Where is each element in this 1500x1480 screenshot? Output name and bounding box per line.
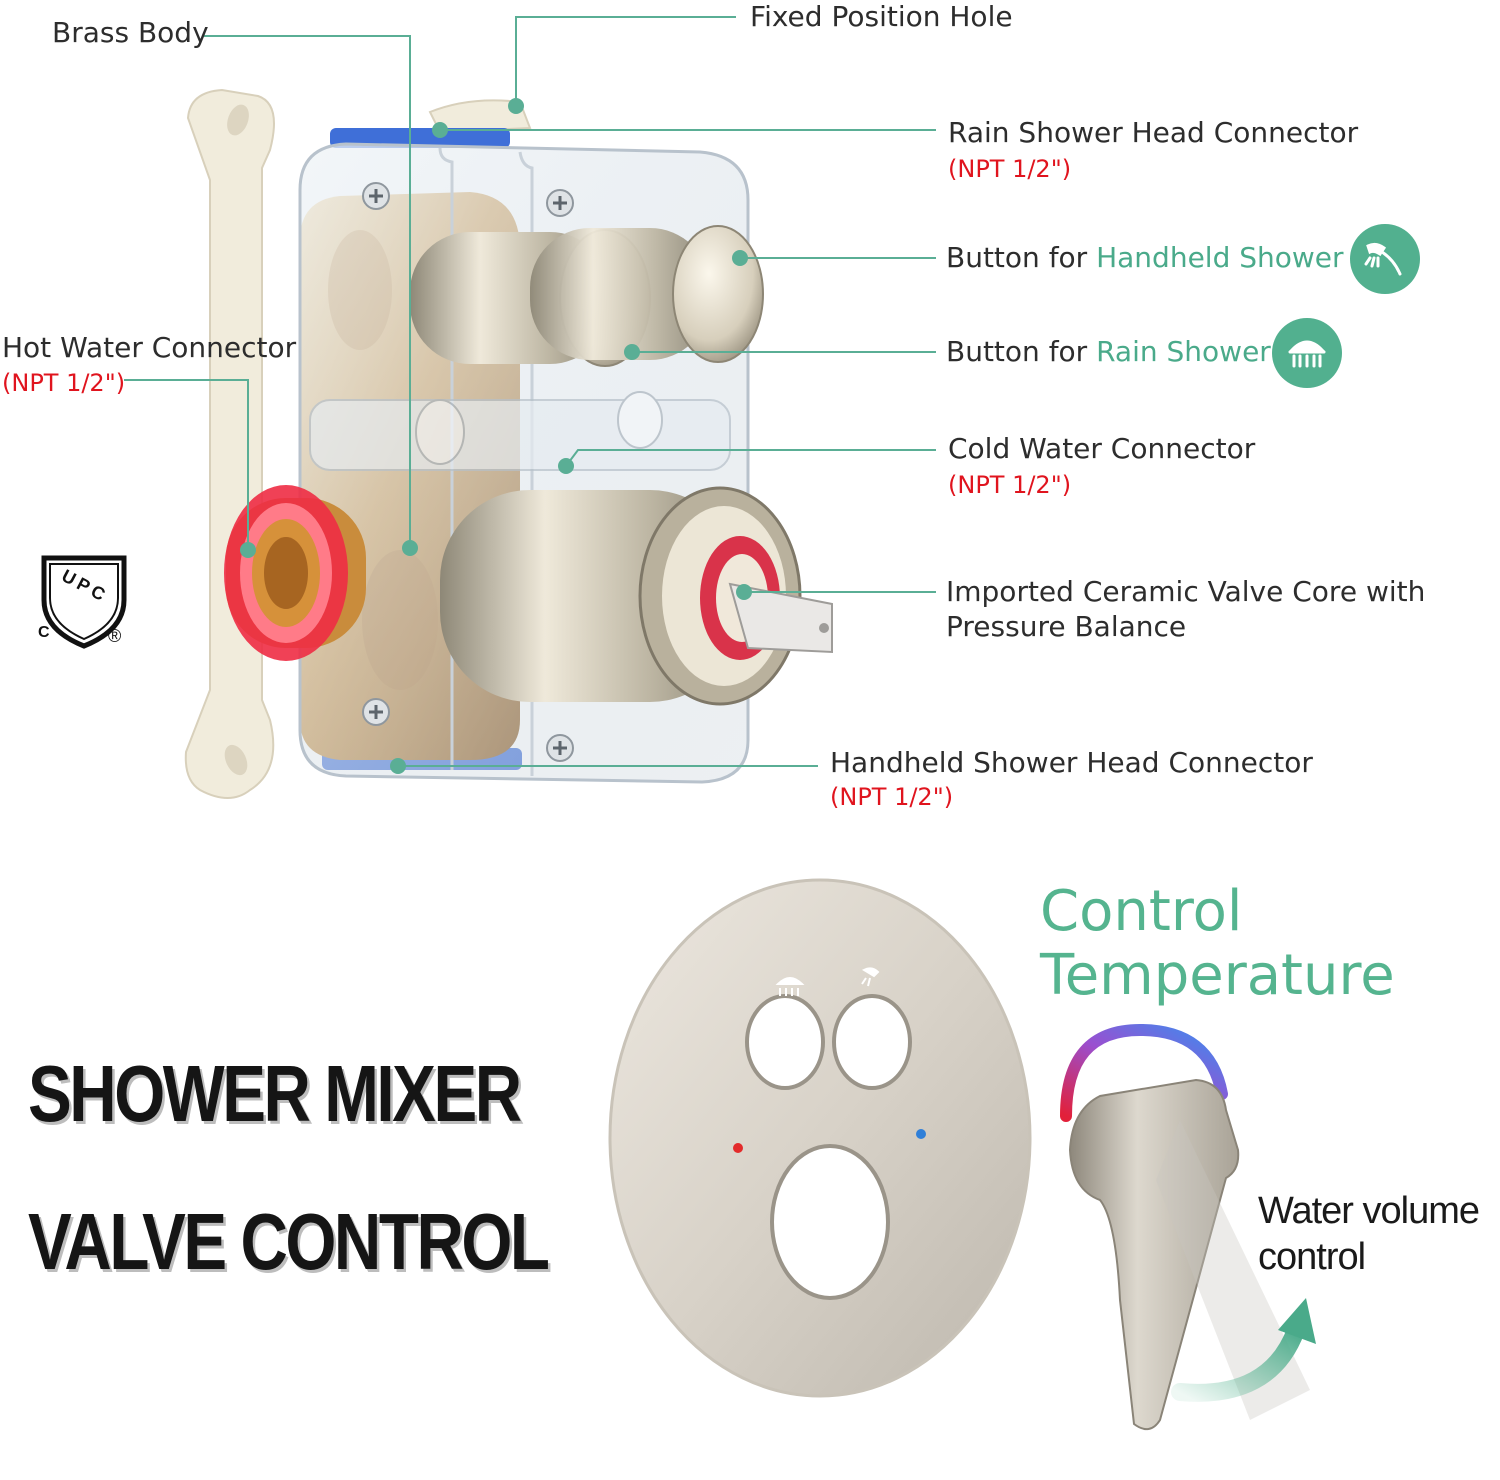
valve-core-label-line1: Imported Ceramic Valve Core with	[946, 575, 1426, 608]
headline-line2: VALVE CONTROL	[28, 1197, 550, 1286]
cover-screws	[362, 182, 574, 762]
brass-body-label: Brass Body	[52, 16, 209, 49]
rain-connector-label: Rain Shower Head Connector	[948, 116, 1359, 149]
handheld-shower-icon	[1350, 224, 1420, 294]
handheld-button-prefix: Button for	[946, 241, 1097, 274]
handheld-button-highlight: Handheld Shower	[1096, 241, 1344, 274]
volume-arrow	[1171, 1298, 1316, 1402]
leader-lines	[124, 16, 936, 767]
rain-button-label: Button for Rain Shower	[946, 335, 1271, 369]
control-temperature-line1: Control	[1040, 879, 1243, 944]
valve-cartridge	[440, 486, 833, 706]
valve-diagram	[124, 16, 936, 799]
trim-plate	[608, 878, 1032, 1398]
hot-connector-label: Hot Water Connector	[2, 331, 297, 364]
temperature-arc	[1060, 1023, 1228, 1122]
cold-connector-npt: (NPT 1/2")	[948, 471, 1072, 499]
hot-connector-npt: (NPT 1/2")	[2, 369, 126, 397]
valve-core-label-line2: Pressure Balance	[946, 610, 1187, 643]
headline-line1: SHOWER MIXER	[28, 1049, 522, 1138]
rain-connector-npt: (NPT 1/2")	[948, 155, 1072, 183]
rain-button-prefix: Button for	[946, 335, 1097, 368]
handheld-connector-label: Handheld Shower Head Connector	[830, 746, 1313, 779]
cold-connector-label: Cold Water Connector	[948, 432, 1256, 465]
fixed-position-hole-label: Fixed Position Hole	[750, 0, 1013, 33]
upc-registered-mark: ®	[108, 626, 122, 646]
rain-shower-icon	[1272, 318, 1342, 388]
upc-c-letter: C	[38, 624, 50, 641]
middle-ports	[309, 391, 731, 471]
handheld-connector-npt: (NPT 1/2")	[830, 783, 954, 811]
water-volume-line2: control	[1258, 1236, 1366, 1278]
lever-handle	[1068, 1078, 1310, 1431]
water-volume-line1: Water volume	[1258, 1190, 1480, 1232]
leader-dots	[240, 98, 752, 774]
top-blue-seal	[330, 128, 510, 148]
control-temperature-line2: Temperature	[1040, 943, 1395, 1008]
hot-water-inlet	[224, 485, 366, 661]
rain-button-highlight: Rain Shower	[1096, 335, 1271, 368]
handheld-button-label: Button for Handheld Shower	[946, 241, 1344, 275]
upc-certification-mark: UPC C ®	[36, 552, 136, 652]
